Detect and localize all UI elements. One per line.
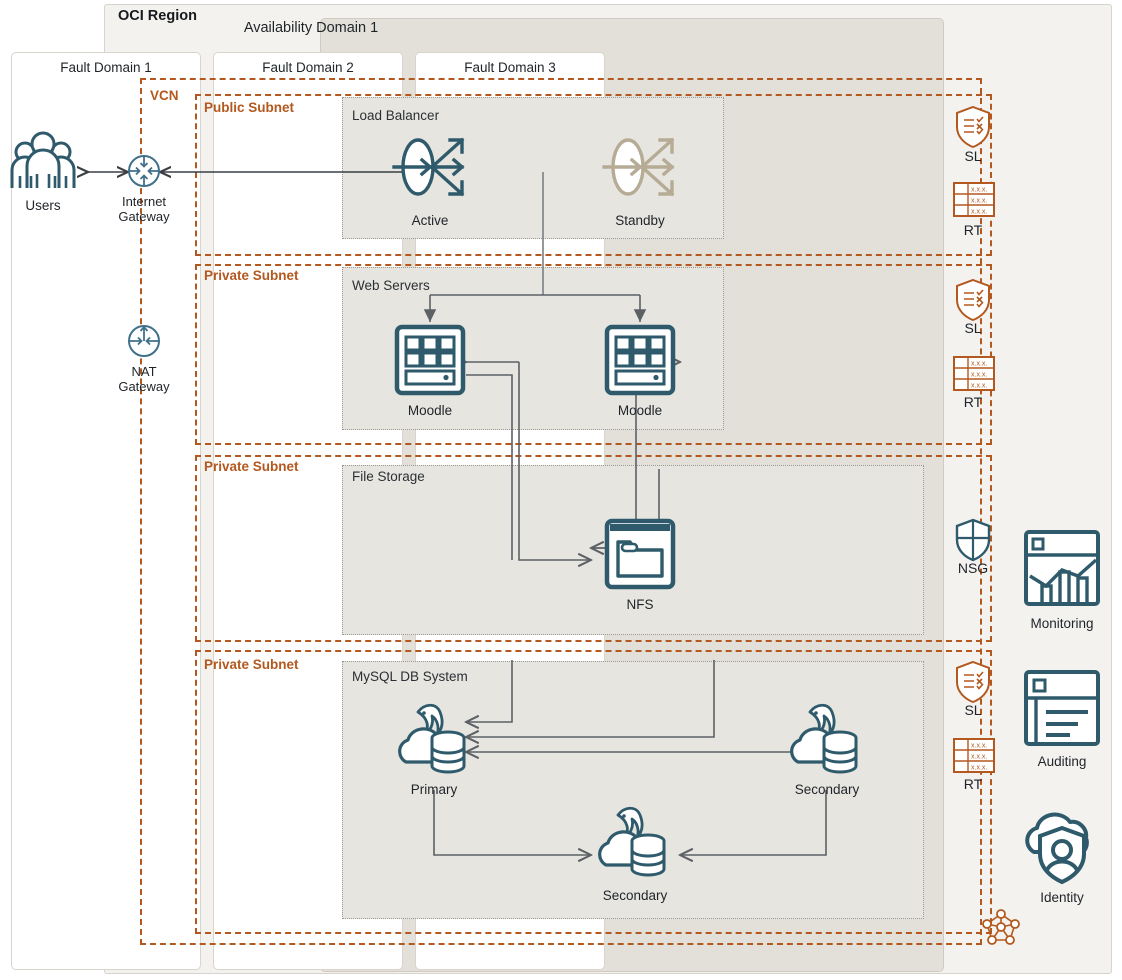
private-subnet-2-boundary [195,455,992,642]
public-subnet-label: Public Subnet [204,100,295,115]
users-icon [10,131,76,188]
db-secondary-fd2-label: Secondary [794,782,860,797]
network-security-group-label: NSG [957,560,989,576]
internet-gateway-node [125,152,163,190]
web-servers-label: Web Servers [352,278,430,293]
svg-text:x.x.x.: x.x.x. [971,198,987,205]
route-table-icon: x.x.x. x.x.x. x.x.x. [953,356,995,391]
nfs-label: NFS [626,597,654,612]
db-secondary-fd2-node [788,700,866,780]
fault-domain-1-title: Fault Domain 1 [60,60,152,75]
nfs-node [604,518,676,590]
route-table-2-node: x.x.x. x.x.x. x.x.x. [952,354,996,394]
service-mesh-icon [982,909,1020,945]
internet-gateway-label-line1: Internet [121,194,167,209]
mysql-database-icon [398,703,466,774]
fault-domain-2-title: Fault Domain 2 [262,60,354,75]
route-table-3-node: x.x.x. x.x.x. x.x.x. [952,736,996,776]
public-subnet-boundary [195,94,992,256]
fault-domain-1-container: Fault Domain 1 [11,52,201,970]
vcn-boundary [140,78,982,945]
internet-gateway-icon [128,155,160,187]
service-mesh-node [980,906,1022,948]
users-node [8,130,78,196]
web-server-1-label: Moodle [407,403,453,418]
route-table-icon: x.x.x. x.x.x. x.x.x. [953,738,995,773]
oci-region-title: OCI Region [118,8,197,24]
db-secondary-fd3-node [596,803,674,883]
security-list-icon [956,278,990,322]
web-server-2-node [604,324,676,396]
route-table-3-label: RT [963,776,983,792]
moodle-server-icon [394,324,466,396]
db-primary-node [396,700,474,780]
svg-text:x.x.x.: x.x.x. [971,372,987,379]
security-list-icon [956,660,990,704]
load-balancer-active-label: Active [411,213,449,228]
monitoring-label: Monitoring [1030,616,1094,631]
security-list-3-node [954,660,992,704]
mysql-db-system-label: MySQL DB System [352,669,468,684]
security-list-1-label: SL [964,148,982,164]
private-subnet-3-label: Private Subnet [204,657,299,672]
auditing-label: Auditing [1037,754,1087,769]
web-server-2-label: Moodle [617,403,663,418]
db-primary-label: Primary [410,782,458,797]
load-balancer-active-node [392,128,474,206]
nat-gateway-icon [128,325,160,357]
network-security-group-icon [955,518,991,562]
identity-label: Identity [1040,890,1084,905]
nfs-storage-icon [604,518,676,590]
load-balancer-standby-label: Standby [615,213,665,228]
svg-text:x.x.x.: x.x.x. [971,187,987,194]
route-table-icon: x.x.x. x.x.x. x.x.x. [953,182,995,217]
route-table-2-label: RT [963,394,983,410]
db-secondary-fd3-label: Secondary [602,888,668,903]
nat-gateway-node [125,322,163,360]
identity-icon [1025,812,1089,885]
mysql-database-icon [790,703,858,774]
svg-text:x.x.x.: x.x.x. [971,209,987,216]
internet-gateway-label-line2: Gateway [118,209,170,224]
private-subnet-1-label: Private Subnet [204,268,299,283]
security-list-2-node [954,278,992,322]
auditing-icon [1024,670,1100,746]
mysql-database-icon [598,806,666,877]
auditing-node [1022,668,1102,748]
nat-gateway-label-line2: Gateway [118,379,170,394]
svg-text:x.x.x.: x.x.x. [971,743,987,750]
moodle-server-icon [604,324,676,396]
security-list-3-label: SL [964,702,982,718]
users-label: Users [25,198,61,213]
vcn-label: VCN [150,88,179,103]
load-balancer-label: Load Balancer [352,108,440,123]
availability-domain-title: Availability Domain 1 [243,20,379,36]
file-storage-label: File Storage [352,469,425,484]
security-list-2-label: SL [964,320,982,336]
monitoring-icon [1024,530,1100,606]
fault-domain-3-title: Fault Domain 3 [464,60,556,75]
load-balancer-icon [392,137,465,197]
private-subnet-3-boundary [195,650,992,934]
svg-text:x.x.x.: x.x.x. [971,765,987,772]
private-subnet-2-label: Private Subnet [204,459,299,474]
load-balancer-standby-icon [602,137,675,197]
route-table-1-label: RT [963,222,983,238]
svg-text:x.x.x.: x.x.x. [971,361,987,368]
load-balancer-standby-node [602,128,684,206]
route-table-1-node: x.x.x. x.x.x. x.x.x. [952,180,996,220]
nat-gateway-label: NAT Gateway [96,364,192,394]
web-server-1-node [394,324,466,396]
svg-text:x.x.x.: x.x.x. [971,383,987,390]
internet-gateway-label: Internet Gateway [96,194,192,224]
security-list-1-node [954,105,992,149]
identity-node [1020,806,1104,890]
security-list-icon [956,105,990,149]
svg-text:x.x.x.: x.x.x. [971,754,987,761]
nat-gateway-label-line1: NAT [131,364,157,379]
network-security-group-node [954,518,992,562]
monitoring-node [1022,528,1102,608]
